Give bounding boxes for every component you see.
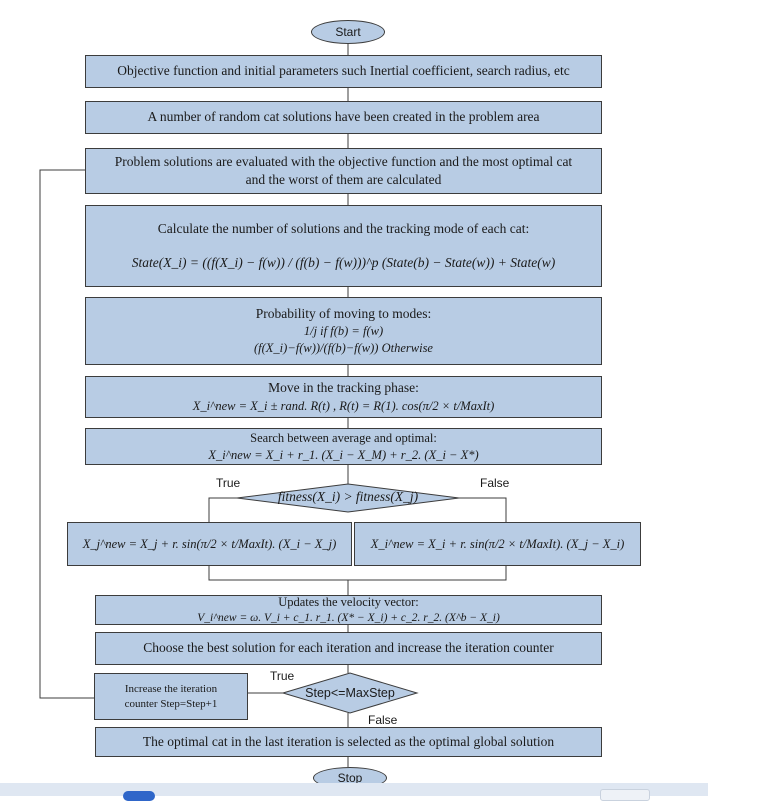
right-update-box: X_i^new = X_i + r. sin(π/2 × t/MaxIt). (… <box>354 522 641 566</box>
init-text: Objective function and initial parameter… <box>117 63 570 79</box>
probability-label: Probability of moving to modes: <box>255 306 432 322</box>
velocity-label: Updates the velocity vector: <box>278 594 419 609</box>
start-label: Start <box>335 25 361 39</box>
increase-line1: Increase the iteration <box>124 683 218 696</box>
calc-box: Calculate the number of solutions and th… <box>85 205 602 287</box>
bottom-toolbar <box>0 783 708 796</box>
toolbar-control[interactable] <box>600 789 650 801</box>
false-label-fitness: False <box>480 476 510 490</box>
choose-box: Choose the best solution for each iterat… <box>95 632 602 665</box>
choose-text: Choose the best solution for each iterat… <box>143 640 554 656</box>
init-box: Objective function and initial parameter… <box>85 55 602 88</box>
random-box: A number of random cat solutions have be… <box>85 101 602 134</box>
search-formula: X_i^new = X_i + r_1. (X_i − X_M) + r_2. … <box>208 447 479 462</box>
velocity-box: Updates the velocity vector: V_i^new = ω… <box>95 595 602 625</box>
evaluate-line1: Problem solutions are evaluated with the… <box>114 153 573 169</box>
increase-line2: counter Step=Step+1 <box>124 697 218 710</box>
right-update-formula: X_i^new = X_i + r. sin(π/2 × t/MaxIt). (… <box>370 536 625 551</box>
true-label-fitness: True <box>216 476 241 490</box>
fitness-decision: fitness(X_i) > fitness(X_j) <box>277 489 419 504</box>
optimal-text: The optimal cat in the last iteration is… <box>142 733 555 749</box>
probability-box: Probability of moving to modes: 1/j if f… <box>85 297 602 365</box>
calc-title: Calculate the number of solutions and th… <box>157 220 530 236</box>
optimal-box: The optimal cat in the last iteration is… <box>95 727 602 757</box>
left-update-box: X_j^new = X_j + r. sin(π/2 × t/MaxIt). (… <box>67 522 352 566</box>
start-node: Start <box>311 20 385 44</box>
move-formula: X_i^new = X_i ± rand. R(t) , R(t) = R(1)… <box>192 398 495 413</box>
stop-label: Stop <box>337 771 363 785</box>
search-label: Search between average and optimal: <box>250 430 437 445</box>
true-label-step: True <box>270 669 295 683</box>
search-box: Search between average and optimal: X_i^… <box>85 428 602 465</box>
move-label: Move in the tracking phase: <box>268 380 419 396</box>
probability-case1: 1/j if f(b) = f(w) <box>303 324 384 339</box>
velocity-formula: V_i^new = ω. V_i + c_1. r_1. (X* − X_i) … <box>197 611 500 624</box>
probability-case2: (f(X_i)−f(w))/(f(b)−f(w)) Otherwise <box>254 341 433 356</box>
calc-formula: State(X_i) = ((f(X_i) − f(w)) / (f(b) − … <box>131 254 556 270</box>
step-decision: Step<=MaxStep <box>305 686 395 700</box>
left-update-formula: X_j^new = X_j + r. sin(π/2 × t/MaxIt). (… <box>82 536 337 551</box>
increase-box: Increase the iteration counter Step=Step… <box>94 673 248 720</box>
evaluate-box: Problem solutions are evaluated with the… <box>85 148 602 194</box>
toolbar-button[interactable] <box>123 791 155 801</box>
move-box: Move in the tracking phase: X_i^new = X_… <box>85 376 602 418</box>
evaluate-line2: and the worst of them are calculated <box>245 172 442 187</box>
false-label-step: False <box>368 713 398 727</box>
random-text: A number of random cat solutions have be… <box>147 109 540 125</box>
